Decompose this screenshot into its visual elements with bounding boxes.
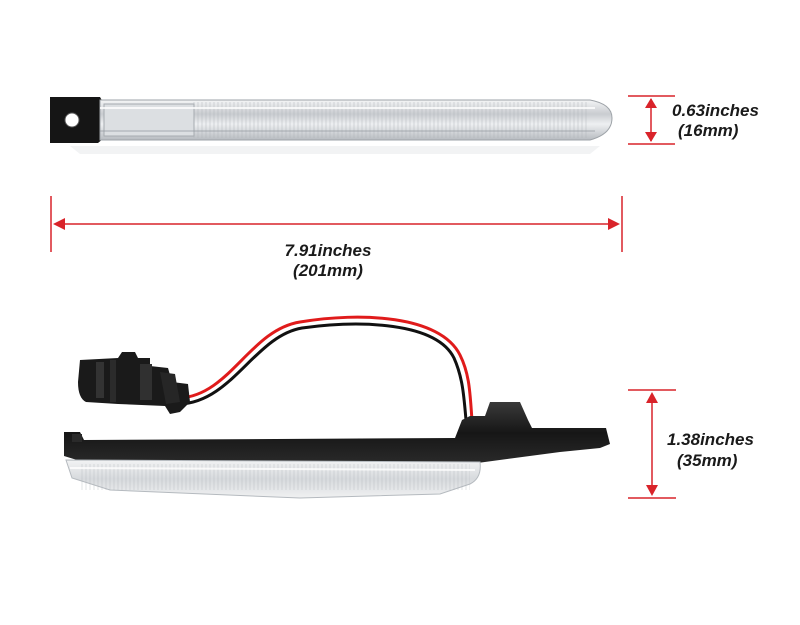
depth-inches-label: 1.38inches [667,430,754,449]
height-mm-label: (16mm) [678,121,739,140]
depth-dimension-marker [628,389,676,499]
connector-plug [78,352,190,414]
length-inches-label: 7.91inches [284,241,372,260]
height-inches-label: 0.63inches [672,101,759,120]
depth-mm-label: (35mm) [677,451,738,470]
light-bar-top-view [50,97,613,154]
light-bar-side-view [64,315,610,499]
length-mm-label: (201mm) [293,261,363,280]
length-dimension-marker [50,196,623,252]
height-dimension-marker [628,95,675,145]
